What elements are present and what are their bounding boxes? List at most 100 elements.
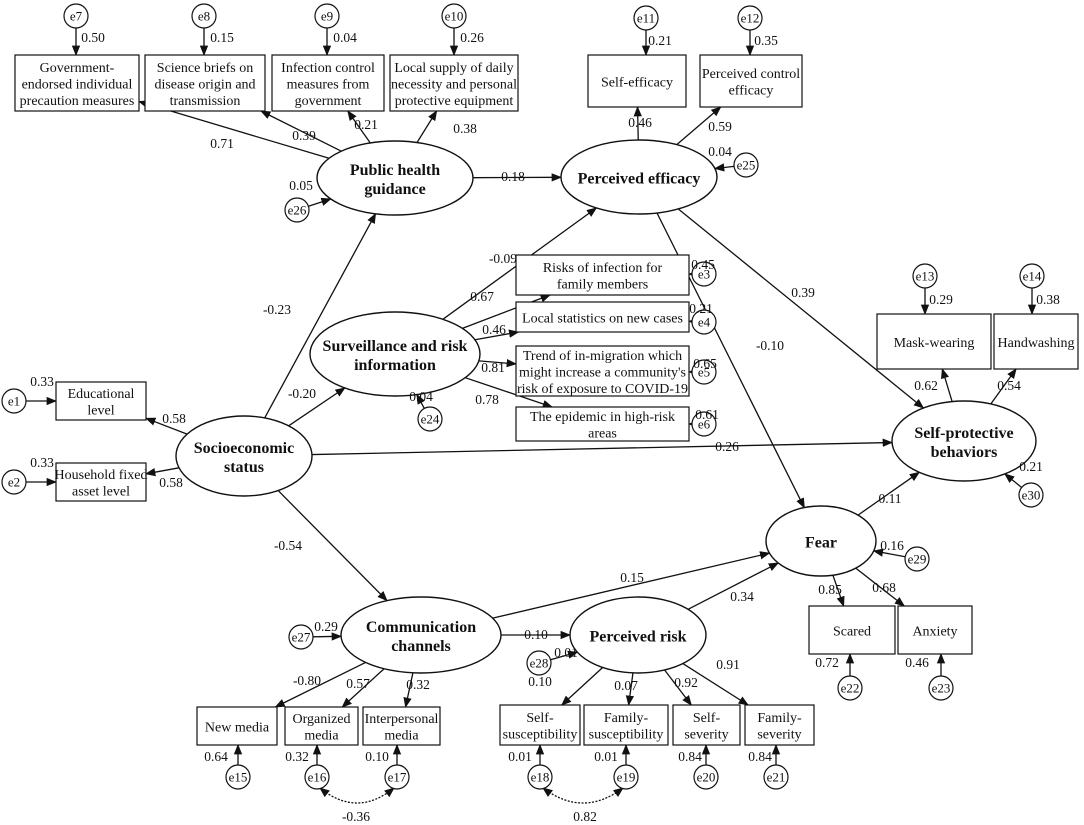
- latent-socioeconomic-status-line-1: Socioeconomic: [194, 440, 294, 457]
- indicator-interpersonal-media-line-2: media: [384, 729, 419, 744]
- latent-public-health-guidance-line-1: Public health: [350, 162, 440, 179]
- indicator-trend-migration-line-1: Trend of in-migration which: [523, 349, 682, 364]
- indicator-mask-wearing: Mask-wearing: [876, 313, 992, 370]
- error-term-e23: e23: [928, 675, 954, 701]
- indicator-risks-family-line-2: family members: [557, 278, 648, 293]
- indicator-educational-level-line-1: Educational: [68, 387, 135, 402]
- indicator-scared: Scared: [808, 605, 896, 655]
- indicator-science-briefs-line-3: transmission: [170, 94, 241, 109]
- path-sri-epid: [464, 377, 554, 408]
- coef-phg-gov: 0.71: [210, 136, 234, 151]
- error-label-e12: e12: [741, 11, 760, 26]
- latent-public-health-guidance-line-2: guidance: [364, 181, 425, 198]
- indicator-new-media-line-1: New media: [205, 720, 270, 735]
- error-label-e2: e2: [8, 475, 20, 490]
- latent-socioeconomic-status-line-2: status: [224, 459, 264, 476]
- error-label-e8: e8: [198, 9, 210, 24]
- path-cc-inter: [403, 672, 414, 709]
- indicator-mask-wearing-line-1: Mask-wearing: [894, 336, 975, 351]
- err-path-e26: [308, 197, 332, 207]
- indicator-interpersonal-media: Interpersonal media: [362, 706, 441, 746]
- error-label-e26: e26: [288, 203, 307, 218]
- latent-surveillance-line-2: information: [354, 357, 436, 374]
- err-path-e28: [550, 650, 579, 661]
- path-pe-ctrl: [676, 106, 722, 146]
- path-ses-spb: [311, 438, 894, 456]
- indicator-new-media: New media: [196, 706, 278, 746]
- coef-e13-r2: 0.29: [929, 292, 953, 307]
- indicator-gov-precaution-line-3: precaution measures: [20, 94, 135, 109]
- error-term-e18: e18: [527, 764, 553, 790]
- coef-ses-spb: 0.26: [715, 439, 739, 454]
- coef-e16-r2: 0.32: [285, 749, 309, 764]
- indicator-local-statistics-line-1: Local statistics on new cases: [522, 311, 683, 326]
- error-label-e18: e18: [531, 770, 550, 785]
- error-label-e20: e20: [697, 770, 716, 785]
- coef-e27-r2: 0.29: [314, 619, 338, 634]
- coef-e4-r2: 0.21: [689, 301, 713, 316]
- coef-pr-ssus: 0.10: [528, 674, 552, 689]
- indicator-gov-precaution-line-1: Government-: [40, 61, 115, 76]
- error-term-e16: e16: [304, 764, 330, 790]
- coef-cc-org: 0.57: [346, 676, 370, 691]
- coef-e3-r2: 0.45: [691, 257, 715, 272]
- path-spb-hand: [990, 368, 1017, 405]
- error-label-e15: e15: [229, 770, 248, 785]
- path-cc-new: [274, 661, 366, 708]
- coef-ses-edu: 0.58: [162, 411, 186, 426]
- coef-e2-r2: 0.33: [30, 455, 54, 470]
- covariance-e18-e19: [542, 787, 624, 804]
- latent-perceived-efficacy-line-1: Perceived efficacy: [578, 170, 701, 187]
- coef-pr-fsus: 0.07: [614, 678, 638, 693]
- error-term-e9: e9: [314, 3, 340, 29]
- coef-cc-fear: 0.15: [620, 570, 644, 585]
- error-term-e14: e14: [1019, 263, 1045, 289]
- error-label-e30: e30: [1022, 488, 1041, 503]
- error-term-e1: e1: [1, 388, 27, 414]
- path-pe-spb: [677, 208, 925, 409]
- latent-socioeconomic-status: Socioeconomic status: [175, 415, 313, 497]
- error-term-e7: e7: [63, 3, 89, 29]
- coef-phg-pe: 0.18: [501, 169, 525, 184]
- indicator-self-susceptibility: Self-susceptibility: [499, 704, 581, 746]
- error-term-e8: e8: [191, 3, 217, 29]
- coef-e25-r2: 0.04: [708, 144, 732, 159]
- error-label-e25: e25: [737, 158, 756, 173]
- coef-e6-r2: 0.61: [695, 407, 719, 422]
- latent-self-protective-line-2: behaviors: [931, 444, 998, 461]
- path-fear-spb: [857, 471, 921, 516]
- error-term-e29: e29: [904, 546, 930, 572]
- coef-e22-r2: 0.72: [815, 655, 839, 670]
- error-term-e11: e11: [633, 5, 659, 31]
- path-ses-cc: [277, 490, 388, 602]
- error-label-e10: e10: [445, 9, 464, 24]
- error-term-e5: e5: [691, 359, 717, 385]
- error-label-e9: e9: [321, 9, 333, 24]
- error-term-e17: e17: [384, 764, 410, 790]
- indicator-interpersonal-media-line-1: Interpersonal: [365, 712, 439, 727]
- coef-e24-r2: 0.04: [409, 389, 433, 404]
- coef-pe-spb: 0.39: [791, 285, 815, 300]
- coef-e17-r2: 0.10: [365, 749, 389, 764]
- error-label-e1: e1: [8, 394, 20, 409]
- coef-phg-loc: 0.38: [453, 121, 477, 136]
- latent-perceived-risk: Perceived risk: [569, 596, 707, 674]
- error-label-e7: e7: [70, 9, 83, 24]
- coef-cc-inter: 0.32: [406, 677, 430, 692]
- path-pr-ssus: [561, 666, 604, 706]
- indicator-infection-control-line-3: government: [295, 94, 362, 109]
- error-term-e15: e15: [225, 764, 251, 790]
- indicator-anxiety-line-1: Anxiety: [912, 624, 957, 639]
- coef-ses-sri: -0.20: [288, 386, 316, 401]
- path-ses-edu: [145, 417, 188, 435]
- indicator-family-severity-line-1: Family-: [757, 711, 802, 726]
- coef-e20-r2: 0.84: [678, 749, 702, 764]
